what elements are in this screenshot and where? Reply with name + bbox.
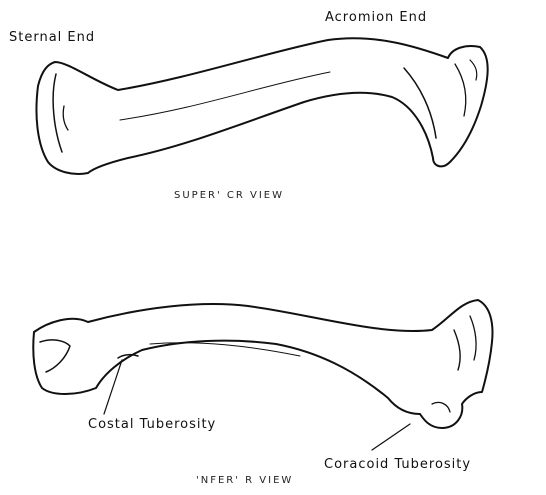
superior-view-caption: SUPER' CR VIEW (174, 191, 284, 201)
coracoid-tuberosity-leader (372, 424, 410, 450)
costal-tuberosity-label: Costal Tuberosity (88, 418, 216, 431)
inferior-view-caption: 'NFER' R VIEW (196, 476, 293, 486)
clavicle-superior-sternal-detail (63, 106, 68, 130)
clavicle-superior-shaft-line (120, 72, 330, 120)
clavicle-inferior-acromion-detail-1 (454, 330, 460, 370)
clavicle-inferior-coracoid-detail (432, 402, 450, 412)
clavicle-inferior-sternal-facet (40, 340, 70, 372)
clavicle-superior-view (36, 38, 487, 174)
clavicle-superior-acromion-detail-3 (470, 60, 477, 80)
clavicle-superior-sternal-facet (53, 74, 62, 152)
clavicle-inferior-outline (33, 300, 492, 428)
clavicle-inferior-acromion-detail-2 (470, 316, 476, 360)
clavicle-superior-acromion-detail-1 (404, 68, 436, 138)
acromion-end-label: Acromion End (325, 11, 427, 24)
coracoid-tuberosity-label: Coracoid Tuberosity (324, 458, 471, 471)
sternal-end-label: Sternal End (9, 31, 95, 44)
clavicle-superior-outline (36, 38, 487, 174)
clavicle-superior-acromion-detail-2 (455, 64, 466, 116)
